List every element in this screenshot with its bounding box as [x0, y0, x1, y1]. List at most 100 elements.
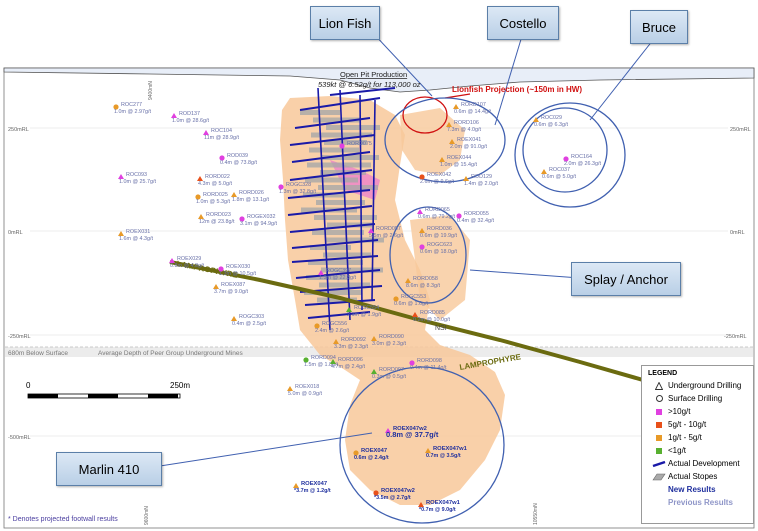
drill-hole-grade: 4.3m @ 5.0g/t	[198, 181, 232, 187]
drill-hole-id: RORD025	[203, 192, 228, 198]
drill-hole-grade: 1.3m @ 32.8g/t	[279, 189, 316, 195]
legend-new-label: New Results	[668, 485, 716, 494]
stope-block	[325, 237, 384, 243]
legend-g5-10-label: 5g/t - 10g/t	[668, 420, 707, 429]
development-drive	[294, 117, 371, 129]
drill-hole-marker	[449, 139, 455, 144]
drill-hole-marker	[418, 502, 424, 507]
stope-hatch-icon	[652, 473, 666, 480]
development-drive	[291, 151, 371, 163]
lionfish-projection-arrow	[444, 93, 471, 99]
depth-center-label: Average Depth of Peer Group Underground …	[98, 350, 244, 357]
development-drive	[289, 169, 373, 181]
drill-hole-marker	[371, 336, 377, 341]
callout-bruce: Bruce	[630, 10, 688, 44]
costello-ellipse	[384, 97, 506, 183]
scale-max: 250m	[170, 381, 190, 390]
legend-row-dev: Actual Development	[642, 457, 753, 470]
lamprophyre-dyke	[169, 260, 651, 384]
drill-hole-grade: 0.7m @ 3.5g/t	[426, 453, 461, 459]
development-line-icon	[652, 460, 666, 467]
drill-hole-marker	[371, 369, 377, 374]
rl-label-250-right: 250mRL	[730, 127, 751, 133]
northing-bottom-right: 10550mN	[533, 503, 539, 525]
development-drive	[291, 239, 379, 249]
stope-block	[309, 147, 359, 153]
drill-hole-id: ROEX047w1	[426, 500, 461, 506]
drill-hole-id: ROEX018	[295, 384, 319, 390]
legend-g1-5-label: 1g/t - 5g/t	[668, 433, 702, 442]
drill-hole-grade: *3.7m @ 1.2g/t	[294, 488, 331, 494]
splay-anchor-ellipse	[389, 206, 467, 304]
legend-row-lt1: <1g/t	[642, 444, 753, 457]
drill-hole-grade: 3.1m @ 94.9g/t	[240, 221, 277, 227]
drill-hole-id: RORD096	[338, 357, 363, 363]
drill-hole-grade: 1.3m @ 10.5g/t	[219, 271, 256, 277]
rl-label-0-left: 0mRL	[8, 230, 23, 236]
stope-block	[317, 297, 357, 303]
drill-hole-grade: 3.0m @ 2.3g/t	[372, 341, 406, 347]
legend-row-stopes: Actual Stopes	[642, 470, 753, 483]
legend-g10-label: >10g/t	[668, 407, 691, 416]
drill-hole-id: RORD098	[417, 358, 442, 364]
callout-lion-fish: Lion Fish	[310, 6, 380, 40]
drill-hole-id: ROEX042	[427, 172, 451, 178]
rl-label-m250-left: -250mRL	[8, 334, 31, 340]
drill-hole-grade: 0.4m @ 73.8g/t	[220, 160, 257, 166]
drill-hole-grade: 4.7m @ 2.4g/t	[331, 364, 365, 370]
drill-hole-marker	[169, 258, 175, 263]
drill-hole-grade: 0.6m @ 2.4g/t	[354, 455, 389, 461]
drill-hole-id: RORD026	[239, 190, 264, 196]
stope-block	[305, 177, 358, 183]
drill-hole-grade: 0.6m @ 5.0g/t	[542, 174, 576, 180]
drill-hole-marker	[231, 316, 237, 321]
drill-hole-id: ROEX047w1	[433, 446, 468, 452]
drill-hole-grade: 1.8m @ 13.1g/t	[232, 197, 269, 203]
stope-block	[307, 162, 371, 168]
drill-hole-grade: 0.6m @ 79.2g/t	[418, 214, 455, 220]
drill-hole-id: ROEX047	[361, 448, 387, 454]
drill-hole-id: ROC037	[549, 167, 570, 173]
drill-hole-marker	[239, 216, 245, 222]
drill-hole-id: ROGC328	[286, 182, 311, 188]
stope-block	[310, 245, 351, 250]
drill-hole-grade: 1.0m @ 5.3g/t	[196, 199, 230, 205]
legend-row-surface: Surface Drilling	[642, 392, 753, 405]
drill-hole-id: ROGC556	[322, 321, 347, 327]
drill-hole-marker	[419, 244, 425, 250]
development-drive	[371, 99, 376, 301]
drill-hole-marker	[293, 483, 299, 488]
legend-row-g5-10: 5g/t - 10g/t	[642, 418, 753, 431]
stope-block	[308, 260, 363, 265]
drill-hole-grade: 0.2m @ 10.0g/t	[413, 317, 450, 323]
drill-hole-marker	[330, 359, 336, 364]
drill-hole-marker	[195, 194, 201, 200]
orange-square-icon	[656, 434, 662, 441]
drill-hole-marker	[213, 284, 219, 289]
drill-hole-id: ROGEX032	[247, 214, 275, 220]
drill-hole-marker	[385, 428, 391, 433]
legend-title: LEGEND	[648, 370, 678, 377]
drill-hole-id: RORD092	[341, 337, 366, 343]
development-drive	[287, 205, 373, 216]
legend: LEGEND Underground Drilling Surface Dril…	[641, 365, 754, 524]
drill-hole-id: ROD039	[227, 153, 248, 159]
legend-stopes-label: Actual Stopes	[668, 472, 718, 481]
drill-hole-id: RORD107	[461, 102, 486, 108]
drill-hole-id: ROEX047	[301, 481, 327, 487]
drill-hole-grade: 0.8m @ 4.8g/t	[170, 263, 204, 269]
drill-hole-id: ROC029	[541, 115, 562, 121]
drill-hole-id: ROEX047w2	[381, 488, 415, 494]
drill-hole-marker	[118, 174, 124, 179]
drill-hole-marker	[419, 174, 425, 180]
drill-hole-grade: 7.3m @ 4.0g/t	[447, 127, 481, 133]
bruce-leader	[589, 39, 654, 121]
drill-hole-id: ROEX041	[457, 137, 481, 143]
callout-lion-fish-label: Lion Fish	[318, 15, 372, 31]
drill-hole-id: RORD090	[379, 334, 404, 340]
scale-zero: 0	[26, 381, 31, 390]
northing-top: 9400mN	[148, 81, 154, 100]
actual-development	[287, 87, 396, 331]
open-triangle-icon	[655, 381, 663, 390]
